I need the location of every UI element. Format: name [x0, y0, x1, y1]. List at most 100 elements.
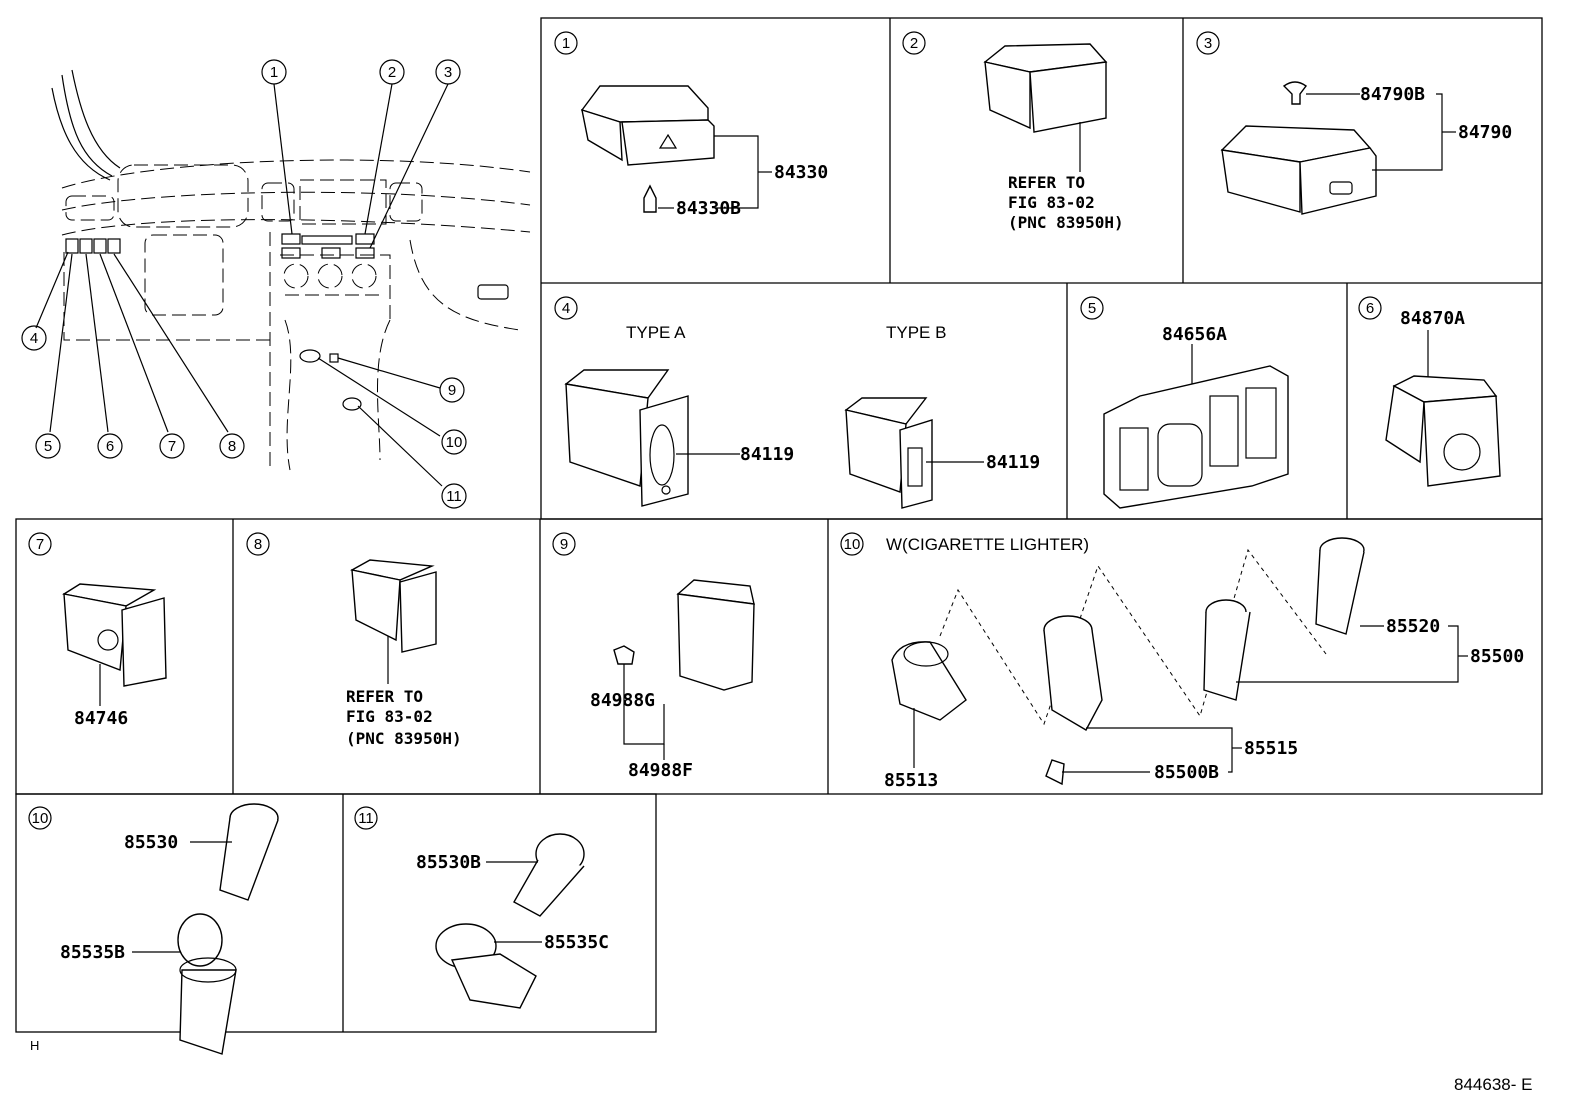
svg-text:7: 7: [36, 536, 44, 553]
panel-2: 2 REFER TO FIG 83-02 (PNC 83950H): [902, 31, 1124, 232]
type-a-label: TYPE A: [626, 323, 686, 342]
part-number-85500B[interactable]: 85500B: [1154, 762, 1219, 783]
hazard-switch-drawing[interactable]: [580, 85, 715, 213]
overview-callout-11[interactable]: 11: [441, 483, 467, 509]
overview-callout-2[interactable]: 2: [379, 59, 405, 85]
panel-11-index: 11: [354, 806, 378, 830]
lighter-cover-85535c-drawing[interactable]: [435, 923, 537, 1009]
overview-callout-10[interactable]: 10: [441, 429, 467, 455]
panel-10b: 10 85530 85535B: [28, 803, 279, 1055]
panel-9-index: 9: [552, 532, 576, 556]
part-number-85535B[interactable]: 85535B: [60, 942, 125, 963]
panel-4: 4 TYPE A TYPE B 84119 84119: [554, 296, 1040, 509]
panel-10b-index: 10: [28, 806, 52, 830]
footer-mark: H: [30, 1038, 39, 1053]
panel-5-index: 5: [1080, 296, 1104, 320]
panel-8-index: 8: [246, 532, 270, 556]
refer-line-8-1: REFER TO: [346, 687, 423, 706]
panel-3-index: 3: [1196, 31, 1220, 55]
refer-line-8-2: FIG 83-02: [346, 707, 433, 726]
part-number-84656A[interactable]: 84656A: [1162, 324, 1227, 345]
switch-drawing-2[interactable]: [983, 43, 1108, 133]
part-number-85535C[interactable]: 85535C: [544, 932, 609, 953]
svg-text:7: 7: [168, 438, 176, 455]
panel-6-index: 6: [1358, 296, 1382, 320]
dimmer-switch-type-a[interactable]: [564, 369, 689, 507]
part-number-84988G[interactable]: 84988G: [590, 690, 655, 711]
switch-drawing-8[interactable]: [350, 559, 437, 653]
panel-5: 5 84656A: [1080, 296, 1289, 509]
lighter-socket-drawing[interactable]: [1043, 615, 1103, 786]
panel-1: 1 84330 84330B: [554, 31, 828, 219]
refer-line-2: FIG 83-02: [1008, 193, 1095, 212]
lighter-cover-85535b-drawing[interactable]: [177, 913, 237, 1055]
panel-2-index: 2: [902, 31, 926, 55]
part-number-85500[interactable]: 85500: [1470, 646, 1524, 667]
cigarette-lighter-caption: W(CIGARETTE LIGHTER): [886, 535, 1089, 554]
svg-text:5: 5: [1088, 300, 1096, 317]
switch-bezel-drawing[interactable]: [1103, 365, 1289, 509]
svg-text:8: 8: [228, 438, 236, 455]
svg-text:1: 1: [562, 35, 570, 52]
panel-10: 10 W(CIGARETTE LIGHTER) 85513 85500B 855…: [840, 532, 1524, 791]
part-number-84988F[interactable]: 84988F: [628, 760, 693, 781]
svg-text:2: 2: [910, 35, 918, 52]
overview-callout-1[interactable]: 1: [261, 59, 287, 85]
switch-drawing-9[interactable]: [613, 579, 755, 691]
overview-callout-6[interactable]: 6: [97, 433, 123, 459]
dimmer-switch-type-b[interactable]: [844, 397, 933, 509]
svg-text:8: 8: [254, 536, 262, 553]
panel-11: 11 85530B 85535C: [354, 806, 609, 1009]
overview-callout-7[interactable]: 7: [159, 433, 185, 459]
lighter-receptacle-drawing[interactable]: [1203, 599, 1251, 701]
panel-4-index: 4: [554, 296, 578, 320]
svg-text:10: 10: [32, 810, 49, 827]
panel-7-index: 7: [28, 532, 52, 556]
part-number-85530[interactable]: 85530: [124, 832, 178, 853]
svg-text:3: 3: [444, 64, 452, 81]
lighter-bracket-drawing[interactable]: [891, 641, 967, 721]
part-number-84790B[interactable]: 84790B: [1360, 84, 1425, 105]
part-number-85515[interactable]: 85515: [1244, 738, 1298, 759]
lighter-plug-drawing[interactable]: [1315, 537, 1365, 635]
lighter-socket-85530-drawing[interactable]: [219, 803, 279, 901]
type-b-label: TYPE B: [886, 323, 946, 342]
svg-text:6: 6: [106, 438, 114, 455]
panel-7: 7 84746: [28, 532, 167, 729]
svg-text:10: 10: [844, 536, 861, 553]
part-number-85530B[interactable]: 85530B: [416, 852, 481, 873]
overview-callout-4[interactable]: 4: [21, 325, 47, 351]
svg-text:4: 4: [30, 330, 38, 347]
part-number-84330B[interactable]: 84330B: [676, 198, 741, 219]
svg-text:11: 11: [358, 810, 374, 827]
part-number-84119-a[interactable]: 84119: [740, 444, 794, 465]
panel-8: 8 REFER TO FIG 83-02 (PNC 83950H): [246, 532, 462, 748]
refer-line-8-3: (PNC 83950H): [346, 729, 462, 748]
overview-callout-5[interactable]: 5: [35, 433, 61, 459]
mirror-switch-drawing[interactable]: [1385, 375, 1501, 487]
dashboard-overview: 1 2 3 4 5 6 7 8 9 10 11: [21, 59, 531, 509]
part-number-84790[interactable]: 84790: [1458, 122, 1512, 143]
svg-text:3: 3: [1204, 35, 1212, 52]
part-number-85513[interactable]: 85513: [884, 770, 938, 791]
overview-callout-3[interactable]: 3: [435, 59, 461, 85]
part-number-84746[interactable]: 84746: [74, 708, 128, 729]
overview-callout-9[interactable]: 9: [439, 377, 465, 403]
refer-line-1: REFER TO: [1008, 173, 1085, 192]
svg-text:1: 1: [270, 64, 278, 81]
svg-text:4: 4: [562, 300, 570, 317]
switch-drawing-7[interactable]: [62, 583, 167, 687]
lighter-socket-85530b-drawing[interactable]: [513, 833, 585, 917]
switch-drawing-3[interactable]: [1220, 81, 1377, 215]
overview-callout-8[interactable]: 8: [219, 433, 245, 459]
svg-text:10: 10: [446, 434, 463, 451]
part-number-84870A[interactable]: 84870A: [1400, 308, 1465, 329]
panel-10-index: 10: [840, 532, 864, 556]
part-number-85520[interactable]: 85520: [1386, 616, 1440, 637]
svg-text:11: 11: [446, 488, 462, 505]
part-number-84330[interactable]: 84330: [774, 162, 828, 183]
figure-id: 844638- E: [1454, 1075, 1532, 1094]
svg-text:5: 5: [44, 438, 52, 455]
panel-6: 6 84870A: [1358, 296, 1501, 487]
part-number-84119-b[interactable]: 84119: [986, 452, 1040, 473]
